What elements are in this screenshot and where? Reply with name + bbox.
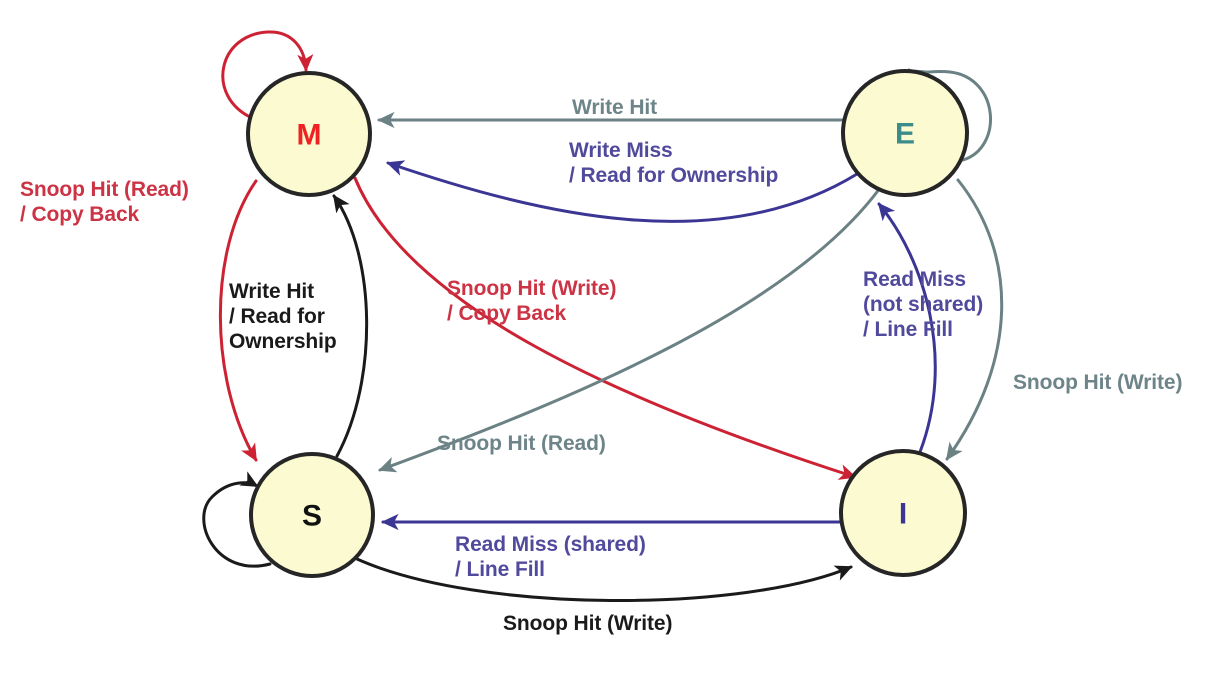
edge-m-to-i-snoop-write	[353, 176, 857, 480]
node-m[interactable]: M	[246, 71, 372, 197]
node-i[interactable]: I	[839, 449, 967, 577]
edge-label-e-to-i-snoop-write: Snoop Hit (Write)	[1013, 371, 1183, 394]
edge-e-to-i-snoop-write	[945, 178, 1004, 461]
node-i-label: I	[899, 498, 907, 531]
node-s[interactable]: S	[249, 452, 375, 578]
node-e[interactable]: E	[841, 69, 969, 197]
node-m-circle[interactable]	[246, 71, 372, 197]
edge-m-to-s-snoop-read	[218, 179, 258, 462]
node-i-circle[interactable]	[839, 449, 967, 577]
edge-e-to-s-snoop-read	[378, 186, 882, 473]
edge-e-to-m-write-miss	[386, 160, 859, 223]
edge-s-to-i-snoop-write	[355, 557, 853, 603]
edge-i-to-e-read-miss	[877, 202, 937, 454]
edge-m-self-loop	[221, 30, 314, 120]
node-m-label: M	[297, 119, 322, 152]
node-e-label: E	[895, 118, 915, 151]
edge-label-e-to-m-write-hit: Write Hit	[572, 96, 658, 119]
node-s-circle[interactable]	[249, 452, 375, 578]
edge-label-e-to-m-write-miss: Write Miss / Read for Ownership	[569, 139, 779, 187]
edge-s-to-m-write-hit	[332, 194, 369, 458]
edge-label-m-to-s-snoop-read: Snoop Hit (Read) / Copy Back	[20, 178, 189, 226]
edge-label-s-to-m-write-hit: Write Hit / Read for Ownership	[229, 280, 337, 353]
edge-label-m-to-i-snoop-write: Snoop Hit (Write) / Copy Back	[447, 277, 617, 325]
edge-s-self-loop	[202, 471, 272, 568]
edge-label-i-to-s-read-miss: Read Miss (shared) / Line Fill	[455, 533, 646, 581]
node-e-circle[interactable]	[841, 69, 969, 197]
node-s-label: S	[302, 500, 322, 533]
edge-label-s-to-i-snoop-write: Snoop Hit (Write)	[503, 612, 673, 635]
edge-label-e-to-s-snoop-read: Snoop Hit (Read)	[437, 432, 606, 455]
edge-label-i-to-e-read-miss: Read Miss (not shared) / Line Fill	[863, 268, 984, 341]
